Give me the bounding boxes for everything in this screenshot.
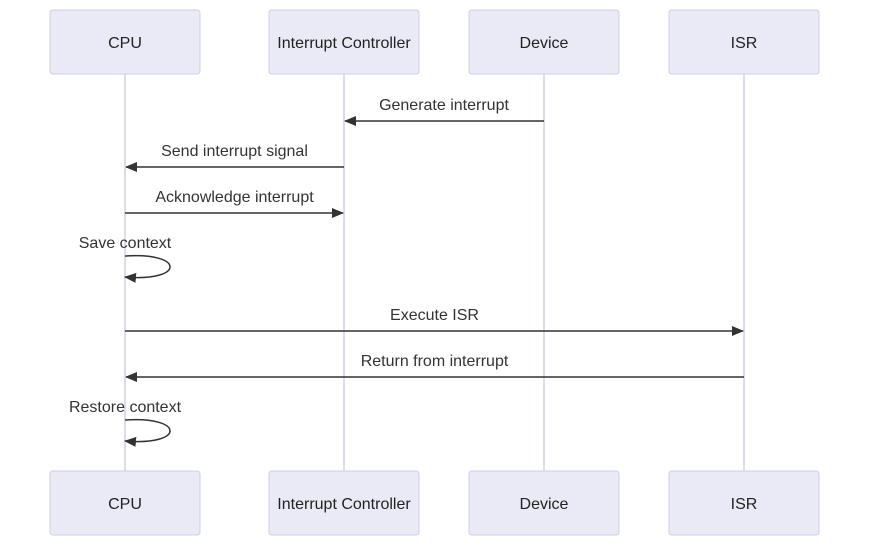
actor-label: ISR bbox=[731, 35, 758, 52]
actor-cpu-top: CPU bbox=[49, 9, 201, 75]
actor-label: Interrupt Controller bbox=[277, 496, 411, 513]
self-message-arrow bbox=[124, 418, 171, 447]
actor-box bbox=[268, 9, 420, 75]
message-label: Return from interrupt bbox=[361, 353, 509, 370]
actor-label: CPU bbox=[108, 496, 142, 513]
actor-label: Device bbox=[520, 35, 569, 52]
actor-ic-bottom: Interrupt Controller bbox=[268, 470, 420, 536]
actor-ic-top: Interrupt Controller bbox=[268, 9, 420, 75]
message-5: Execute ISR bbox=[125, 307, 744, 336]
message-label: Acknowledge interrupt bbox=[155, 189, 314, 206]
actor-label: ISR bbox=[731, 496, 758, 513]
actor-box bbox=[49, 9, 201, 75]
actor-label: Interrupt Controller bbox=[277, 35, 411, 52]
actor-isr-top: ISR bbox=[668, 9, 820, 75]
self-message-arrow bbox=[124, 254, 171, 283]
message-4: Save context bbox=[79, 235, 172, 283]
actor-label: Device bbox=[520, 496, 569, 513]
actor-dev-bottom: Device bbox=[468, 470, 620, 536]
actor-box bbox=[668, 470, 820, 536]
actor-box bbox=[268, 470, 420, 536]
actor-label: CPU bbox=[108, 35, 142, 52]
message-2: Send interrupt signal bbox=[125, 143, 344, 172]
actor-box bbox=[49, 470, 201, 536]
message-label: Generate interrupt bbox=[379, 97, 509, 114]
message-label: Execute ISR bbox=[390, 307, 479, 324]
message-1: Generate interrupt bbox=[344, 97, 544, 126]
actor-cpu-bottom: CPU bbox=[49, 470, 201, 536]
actor-box bbox=[668, 9, 820, 75]
actor-isr-bottom: ISR bbox=[668, 470, 820, 536]
actor-dev-top: Device bbox=[468, 9, 620, 75]
actor-box bbox=[468, 470, 620, 536]
message-7: Restore context bbox=[69, 399, 182, 447]
actor-box bbox=[468, 9, 620, 75]
message-label: Save context bbox=[79, 235, 172, 252]
message-6: Return from interrupt bbox=[125, 353, 744, 382]
message-label: Send interrupt signal bbox=[161, 143, 308, 160]
message-3: Acknowledge interrupt bbox=[125, 189, 344, 218]
message-label: Restore context bbox=[69, 399, 182, 416]
